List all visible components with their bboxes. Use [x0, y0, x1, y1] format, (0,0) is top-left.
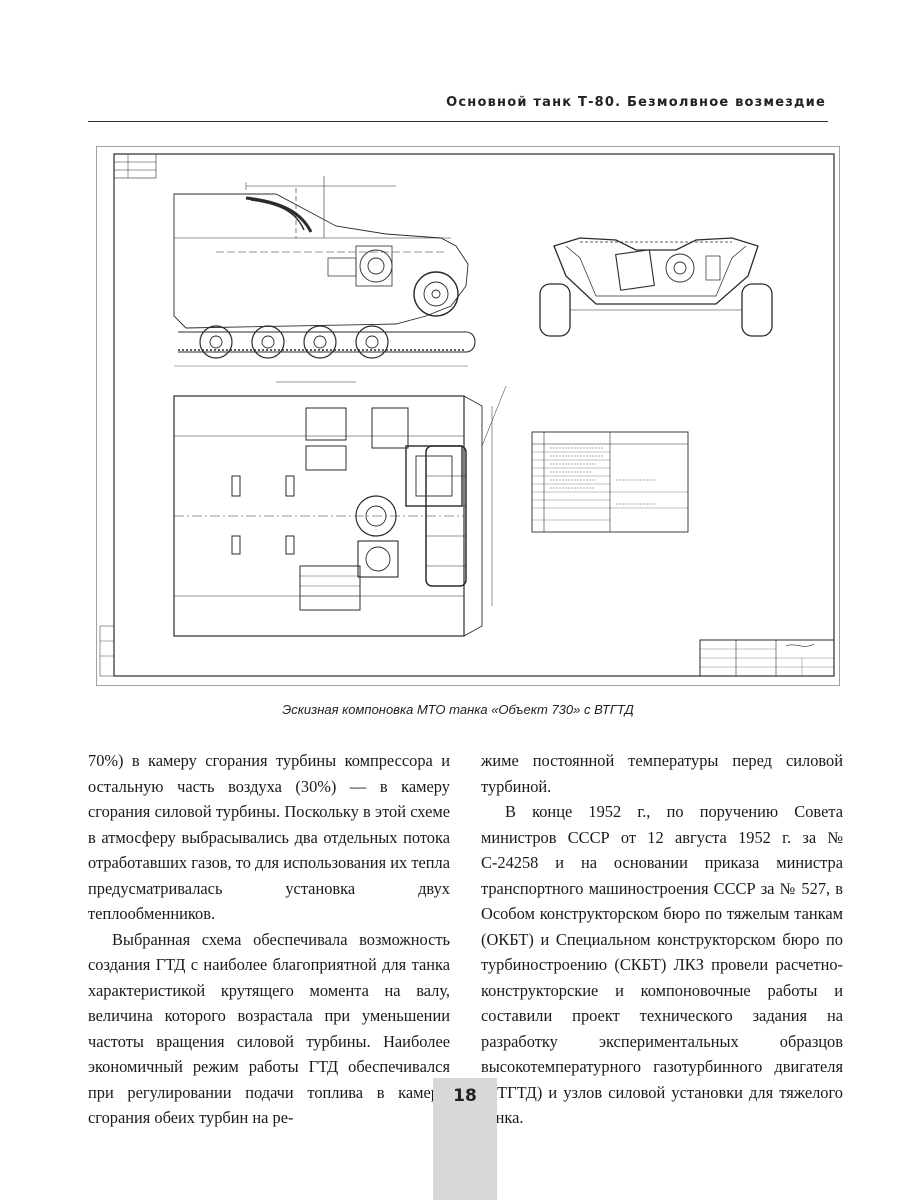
paragraph: 70%) в камеру сгорания турбины компрессо…	[88, 751, 450, 923]
title-block	[699, 639, 835, 677]
page-number-tab: 18	[433, 1078, 497, 1200]
sheet-inner-frame	[113, 153, 835, 677]
parts-table	[531, 431, 689, 533]
page-number: 18	[453, 1086, 477, 1106]
left-margin-strip	[99, 625, 115, 677]
plan-view	[173, 381, 507, 637]
header-rule	[88, 121, 828, 122]
corner-stamp-box	[113, 153, 157, 179]
paragraph: В конце 1952 г., по поручению Совета мин…	[481, 802, 843, 1127]
figure-caption: Эскизная компоновка МТО танка «Объект 73…	[282, 702, 634, 717]
right-text-column: жиме постоянной температуры перед силово…	[481, 748, 843, 1131]
sheet-outer-border	[96, 146, 840, 686]
cross-section-view	[539, 237, 773, 337]
technical-drawing	[96, 146, 840, 686]
running-title: Основной танк Т-80. Безмолвное возмездие	[446, 95, 826, 110]
paragraph: Выбранная схема обеспечивала возможность…	[88, 929, 450, 1128]
left-text-column: 70%) в камеру сгорания турбины компрессо…	[88, 748, 450, 1131]
paragraph: жиме постоянной температуры перед силово…	[481, 751, 843, 796]
side-view	[173, 176, 476, 367]
